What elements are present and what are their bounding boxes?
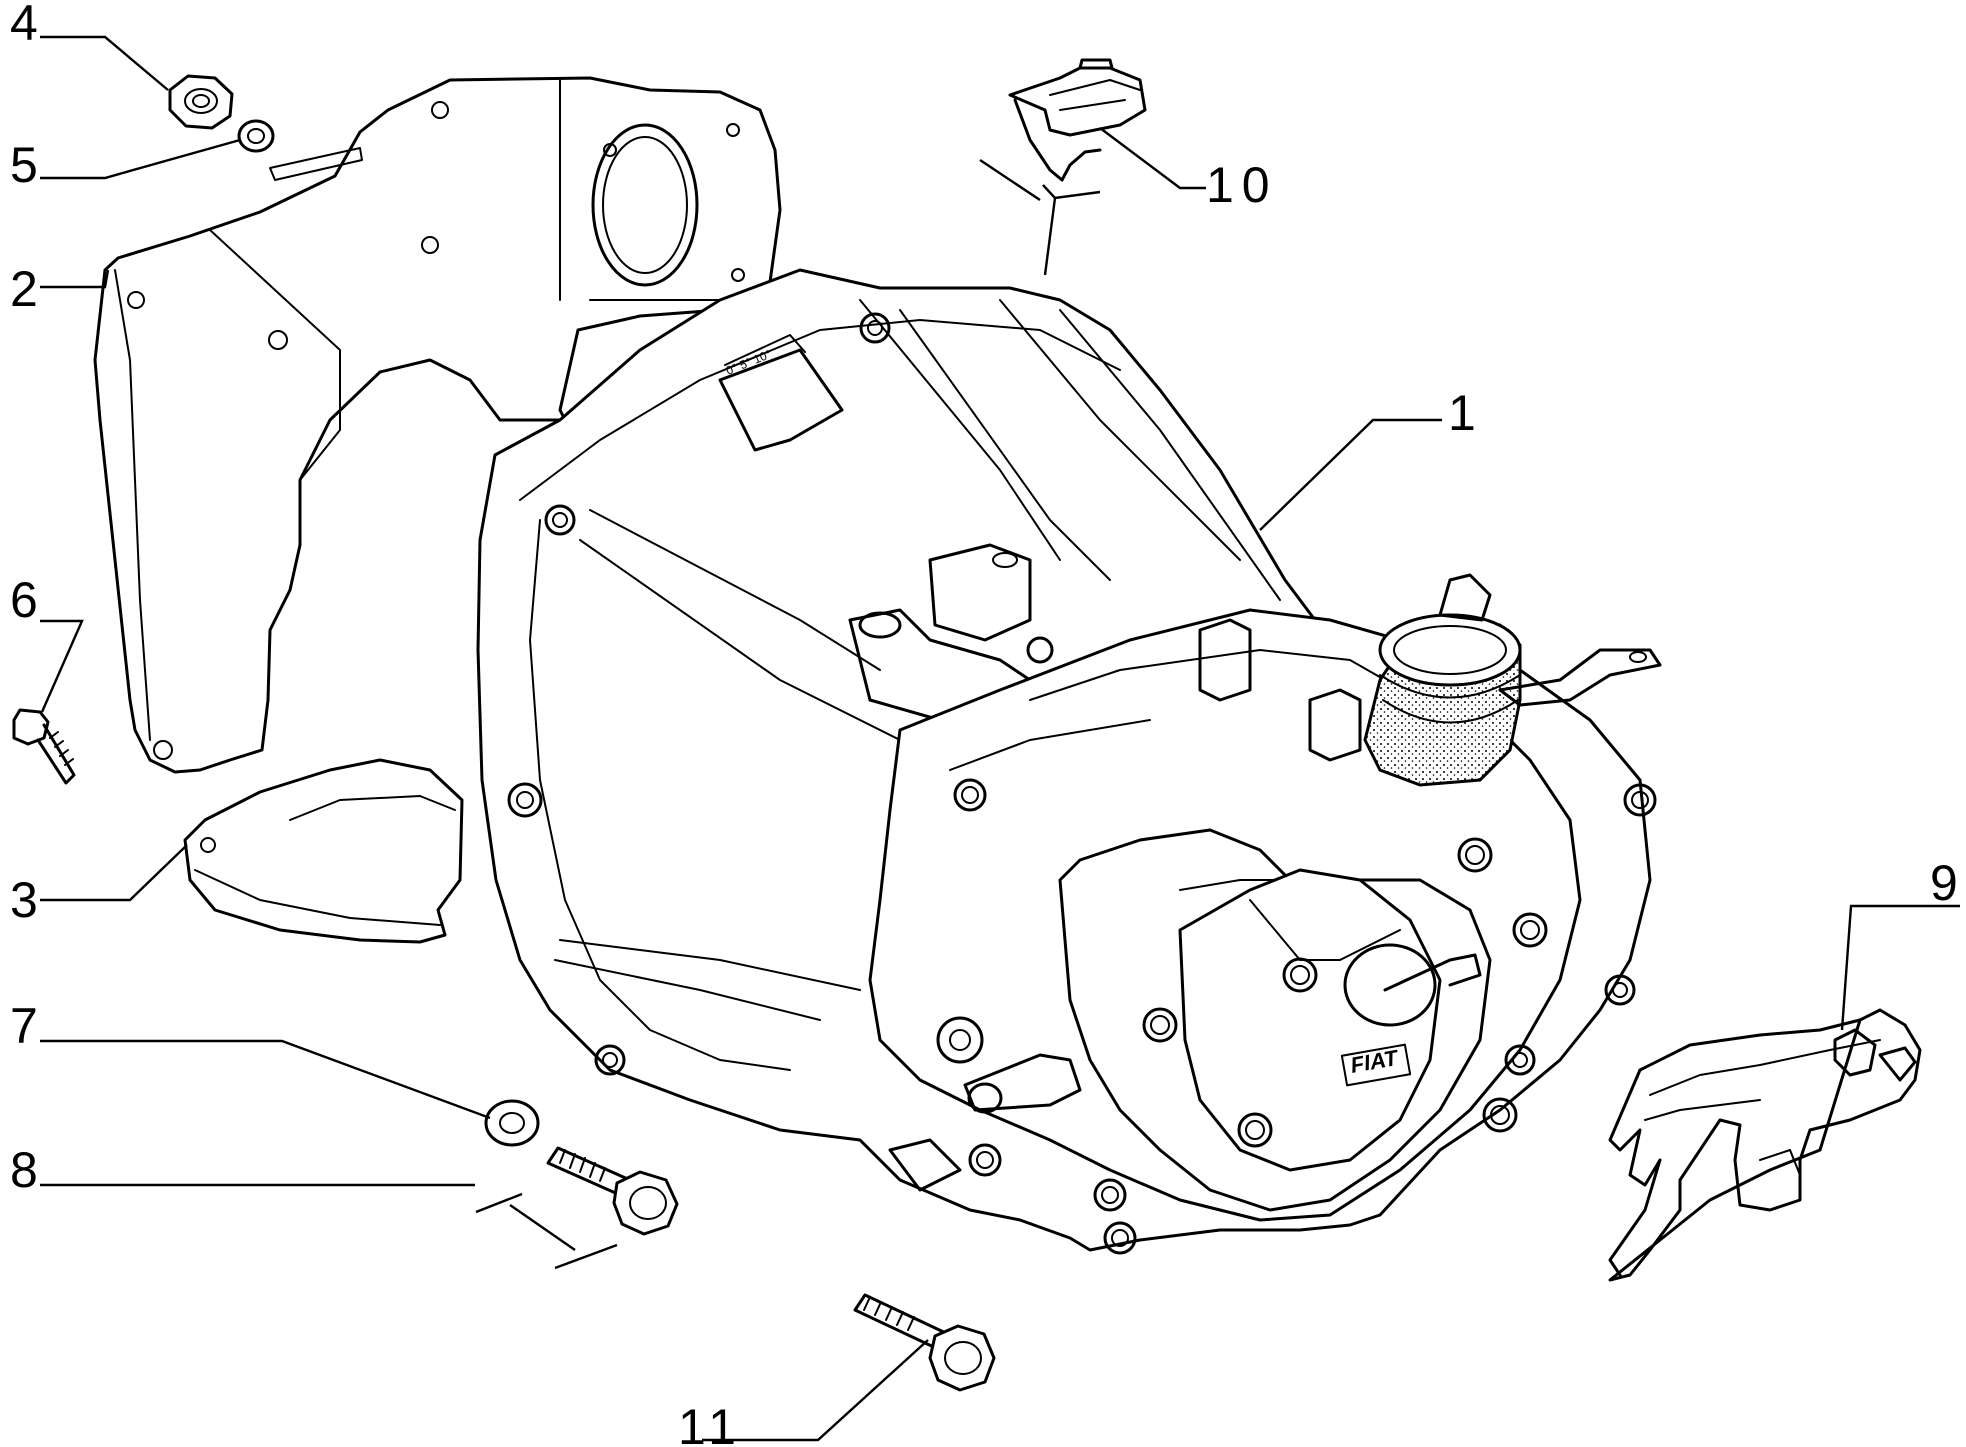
- flat-washer: [484, 1099, 540, 1147]
- gearbox-housing: 0° 5° 10° FIAT: [476, 268, 1662, 1255]
- small-screw: [12, 708, 76, 785]
- housing-bolt: [1093, 1178, 1127, 1212]
- dust-shield-plate-lower: [183, 758, 464, 944]
- housing-bolt: [968, 1143, 1002, 1177]
- callout-7: 7: [10, 998, 38, 1054]
- leader-2: [40, 269, 110, 289]
- callout-9: 9: [1930, 855, 1958, 911]
- leader-5: [40, 138, 241, 180]
- hex-nut: [168, 74, 234, 130]
- leader-7: [40, 1039, 491, 1120]
- cover-bolt: [1512, 912, 1548, 948]
- housing-bolt: [1604, 974, 1636, 1006]
- callout-1: 1: [1448, 385, 1476, 441]
- spring-washer: [237, 119, 275, 153]
- callout-3: 3: [10, 872, 38, 928]
- dust-shield-plate-upper: [93, 76, 782, 774]
- hex-bolt-long: [853, 1293, 996, 1392]
- callout-8: 8: [10, 1142, 38, 1198]
- callout-6: 6: [10, 572, 38, 628]
- callout-2: 2: [10, 261, 38, 317]
- callout-11: 11: [678, 1399, 742, 1447]
- callout-labels: 1 2 3 4 5 6 7 8 9 10 11: [10, 0, 1958, 1447]
- housing-bolt: [1504, 1044, 1536, 1076]
- leader-10: [1099, 127, 1206, 190]
- housing-bolt: [953, 778, 987, 812]
- cover-bolt: [1282, 957, 1318, 993]
- callout-5: 5: [10, 137, 38, 193]
- shield-bracket: [1608, 1008, 1922, 1282]
- cover-bolt: [1457, 837, 1493, 873]
- housing-bolt: [1623, 783, 1657, 817]
- leader-6: [40, 619, 84, 713]
- rubber-bung: [1008, 58, 1147, 182]
- leader-9: [1840, 904, 1960, 1031]
- housing-bolt: [1103, 1221, 1137, 1255]
- hex-bolt: [546, 1146, 679, 1236]
- leader-11: [702, 1339, 929, 1442]
- leader-1: [1259, 418, 1442, 531]
- callout-4: 4: [10, 0, 38, 51]
- cover-bolt: [1237, 1112, 1273, 1148]
- callout-10: 10: [1206, 157, 1278, 213]
- leader-4: [40, 35, 169, 91]
- leader-lines: [40, 35, 1960, 1442]
- leader-3: [40, 844, 188, 902]
- cover-bolt: [1142, 1007, 1178, 1043]
- cover-bolt: [1482, 1097, 1518, 1133]
